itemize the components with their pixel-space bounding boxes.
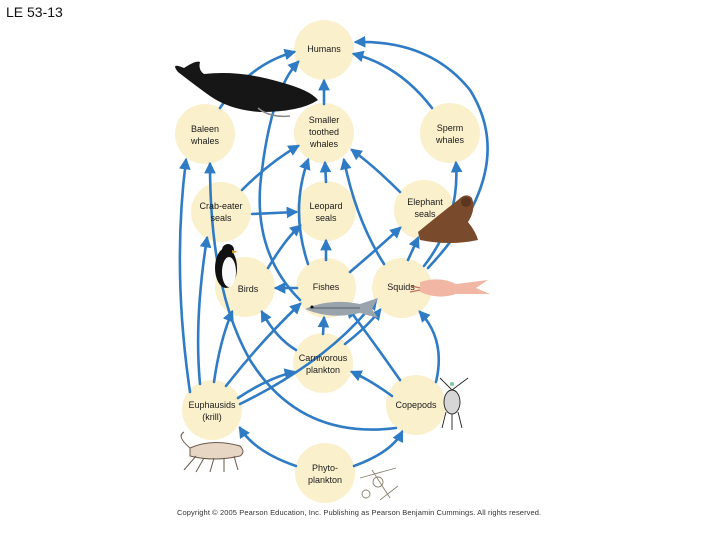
arrow-phyto-copepods [352,429,404,468]
label-phytoplankton: Phyto- plankton [307,463,343,485]
phytoplankton-image [359,467,399,501]
label-crab-eater-seals: Crab-eater seals [199,201,243,223]
label-leopard-seals: Leopard seals [309,201,343,223]
label-smaller-toothed-whales: Smaller toothed whales [308,115,340,149]
feeding-arrows [178,35,489,468]
label-carnivorous-plankton: Carnivorous plankton [298,353,348,375]
arrow-leopard-crabeater [250,206,299,219]
arrow-birds-leopard [266,224,302,270]
elephant-seal-image [418,195,478,243]
arrow-sperm-humans [351,50,434,110]
fish-image [305,298,378,318]
penguin-image [215,244,238,288]
arrow-euph-baleen [178,157,192,394]
label-baleen-whales: Baleen whales [190,124,220,146]
node-sperm-whales [420,103,480,163]
node-euphausids [182,380,242,440]
copepod-image [439,377,469,430]
whale-image [175,61,318,118]
arrow-euph-birds [212,309,234,384]
label-humans: Humans [307,44,341,54]
arrow-elephant-toothed [350,148,402,194]
arrow-leopard-toothed [319,160,332,184]
node-crab-eater-seals [191,182,251,242]
node-carnivorous-plankton [293,333,353,393]
arrow-squids-elephant [406,235,420,262]
node-baleen-whales [175,104,235,164]
label-copepods: Copepods [395,400,437,410]
label-birds: Birds [237,284,259,294]
node-copepods [386,375,446,435]
krill-image [180,431,244,473]
slide-label: LE 53-13 [6,4,63,20]
arrow-euph-carniv [236,368,297,400]
arrow-phyto-euphausids [238,426,298,468]
node-phytoplankton [295,443,355,503]
arrow-fishes-toothed [297,157,311,266]
label-euphausids: Euphausids (krill) [188,400,236,422]
arrow-copepods-squids [418,310,440,384]
arrow-euph-crabeater [196,235,212,386]
copyright-notice: Copyright © 2005 Pearson Education, Inc.… [177,508,542,517]
arrow-copepods-fishes [346,306,402,382]
arrow-carniv-squids [343,308,382,346]
node-smaller-toothed-whales [294,103,354,163]
label-sperm-whales: Sperm whales [435,123,464,145]
label-squids: Squids [387,282,415,292]
node-humans [294,20,354,80]
arrow-copepods-carniv [349,370,394,398]
arrow-copepods-baleen [204,161,398,431]
node-leopard-seals [296,181,356,241]
arrow-carniv-birds [260,309,298,352]
arrow-euph-fishes [224,302,302,388]
node-squids [372,258,432,318]
arrow-crab-toothed [240,144,301,192]
arrow-squids-toothed [340,157,386,266]
arrow-carniv-fishes [317,315,330,336]
label-fishes: Fishes [312,282,340,292]
label-elephant-seals: Elephant seals [407,197,443,219]
squid-image [409,279,490,297]
